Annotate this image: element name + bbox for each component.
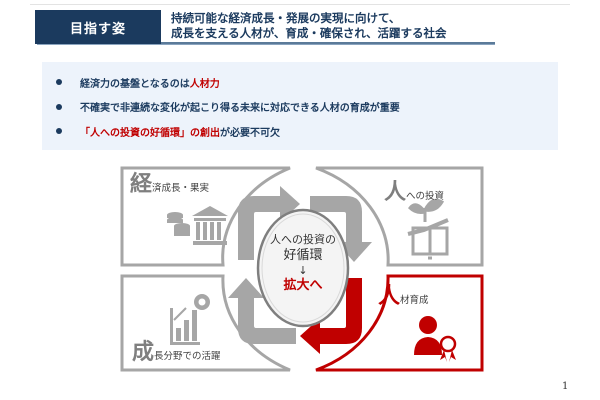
top-divider: [30, 4, 570, 5]
growth-chart-gear-icon: [170, 294, 210, 345]
vision-line-2: 成長を支える人材が、育成・確保され、活躍する社会: [171, 26, 447, 40]
bullet-icon: [56, 79, 62, 86]
quadrant-bottom-right-frame: [315, 274, 484, 372]
arrow-top-right: [310, 196, 372, 262]
page-number: 1: [562, 381, 569, 392]
down-arrow-icon: ↓: [298, 264, 308, 277]
quadrant-bottom-right-title: 人材育成: [378, 284, 429, 309]
quadrant-top-left-title: 経済成長・果実: [130, 172, 210, 197]
bullet-icon: [56, 103, 62, 110]
investment-cycle-diagram: 経済成長・果実 人への投資 成長分野での活躍 人材育成 人への投資の 好循環 ↓…: [110, 160, 500, 375]
center-oval: [256, 208, 350, 328]
arrow-bottom-left: [228, 278, 296, 344]
coins-bank-icon: [167, 206, 228, 245]
bullet-icon: [56, 128, 62, 135]
quadrant-top-left-frame: [120, 166, 291, 267]
key-point: 不確実で非連続な変化が起こり得る未来に対応できる人材の育成が重要: [56, 95, 558, 120]
person-award-icon: [414, 316, 457, 362]
plant-hand-book-icon: [407, 198, 449, 260]
vision-label: 目指す姿: [35, 10, 161, 44]
header-shadow: [37, 43, 495, 45]
quadrant-top-right-frame: [315, 166, 484, 267]
vision-line-1: 持続可能な経済成長・発展の実現に向けて、: [171, 11, 401, 25]
arrow-top-left: [238, 186, 300, 260]
key-points-box: 経済力の基盤となるのは人材力 不確実で非連続な変化が起こり得る未来に対応できる人…: [42, 62, 558, 150]
key-point: 「人への投資の好循環」の創出が必要不可欠: [56, 119, 558, 144]
center-cycle-label: 人への投資の 好循環 ↓ 拡大へ: [262, 233, 344, 294]
vision-header: 目指す姿 持続可能な経済成長・発展の実現に向けて、 成長を支える人材が、育成・確…: [35, 10, 495, 44]
vision-statement: 持続可能な経済成長・発展の実現に向けて、 成長を支える人材が、育成・確保され、活…: [161, 10, 495, 44]
key-point: 経済力の基盤となるのは人材力: [56, 70, 558, 95]
quadrant-top-right-title: 人への投資: [384, 180, 445, 205]
quadrant-bottom-left-title: 成長分野での活躍: [132, 340, 221, 365]
arrow-bottom-right: [300, 278, 362, 354]
